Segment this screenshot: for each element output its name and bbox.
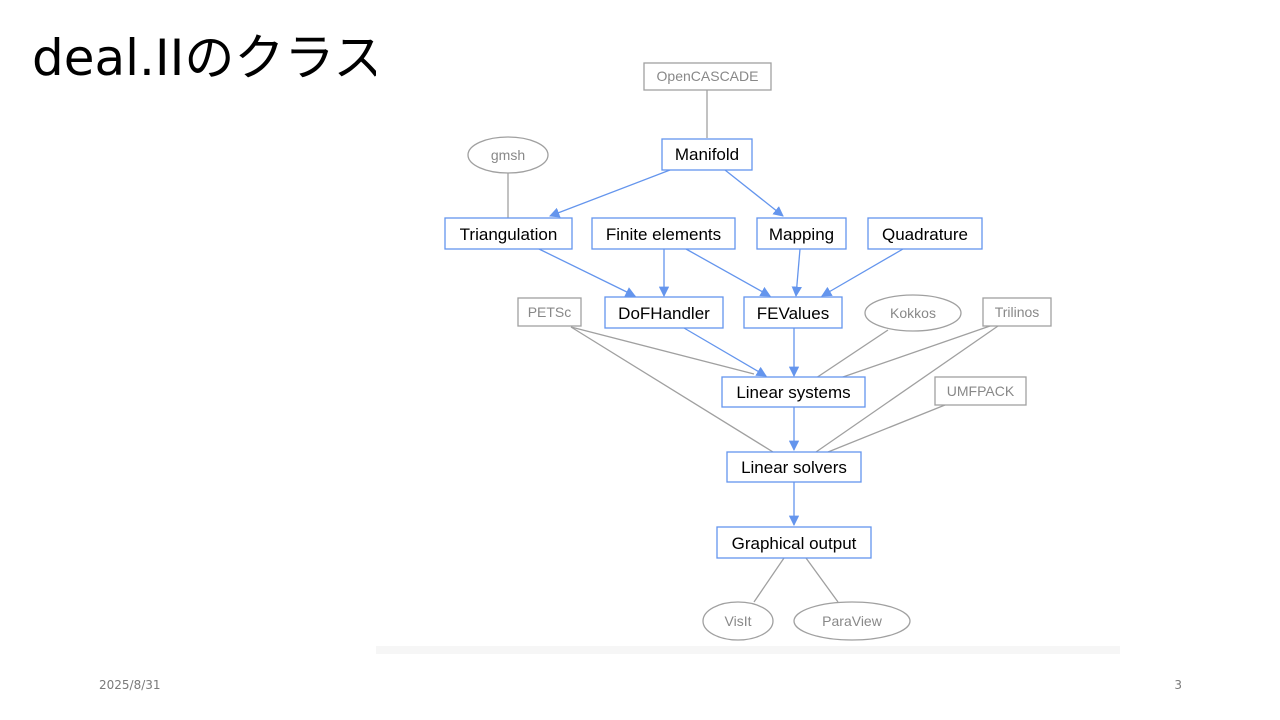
node-gmsh: gmsh: [467, 136, 549, 174]
edge-graphical-output-visit: [753, 557, 785, 603]
node-kokkos-label: Kokkos: [890, 305, 936, 321]
edge-trilinos-linear-systems: [839, 325, 991, 379]
node-finite-elements: Finite elements: [591, 217, 736, 250]
edge-petsc-linear-systems: [570, 326, 755, 375]
node-fevalues: FEValues: [743, 296, 843, 329]
edge-quadrature-fevalues: [821, 248, 904, 297]
node-linear-solvers: Linear solvers: [726, 451, 862, 483]
node-opencascade: OpenCASCADE: [643, 62, 772, 91]
node-mapping: Mapping: [756, 217, 847, 250]
node-petsc: PETSc: [517, 297, 582, 327]
node-umfpack: UMFPACK: [934, 376, 1027, 406]
node-opencascade-label: OpenCASCADE: [657, 68, 759, 84]
node-linear-solvers-label: Linear solvers: [741, 458, 847, 477]
edge-graphical-output-paraview: [805, 557, 839, 603]
edge-petsc-linear-solvers: [570, 326, 774, 453]
edge-triangulation-dofhandler: [538, 248, 636, 297]
edge-manifold-mapping: [724, 169, 784, 217]
edge-trilinos-linear-solvers: [815, 325, 999, 453]
core-edges: [538, 169, 904, 527]
node-manifold-label: Manifold: [675, 145, 739, 164]
node-paraview: ParaView: [793, 601, 911, 641]
node-finite-elements-label: Finite elements: [606, 225, 721, 244]
node-graphical-output-label: Graphical output: [732, 534, 857, 553]
node-umfpack-label: UMFPACK: [947, 383, 1015, 399]
node-paraview-label: ParaView: [822, 613, 883, 629]
edge-mapping-fevalues: [791, 248, 802, 298]
node-quadrature: Quadrature: [867, 217, 983, 250]
node-triangulation: Triangulation: [444, 217, 573, 250]
class-diagram-svg: OpenCASCADE gmsh PETSc Kokkos Trilinos U…: [444, 62, 1052, 641]
node-petsc-label: PETSc: [528, 304, 572, 320]
node-fevalues-label: FEValues: [757, 304, 829, 323]
node-gmsh-label: gmsh: [491, 147, 525, 163]
node-quadrature-label: Quadrature: [882, 225, 968, 244]
node-triangulation-label: Triangulation: [460, 225, 558, 244]
node-graphical-output: Graphical output: [716, 526, 872, 559]
edge-manifold-triangulation: [549, 169, 671, 218]
slide-page-number: 3: [1174, 678, 1182, 692]
edge-dofhandler-linear-systems: [683, 327, 767, 377]
node-mapping-label: Mapping: [769, 225, 834, 244]
edge-finite-elements-fevalues: [685, 248, 771, 297]
node-visit: VisIt: [702, 601, 774, 641]
node-trilinos: Trilinos: [982, 297, 1052, 327]
slide-title: deal.IIのクラス: [32, 29, 384, 87]
node-kokkos: Kokkos: [864, 294, 962, 332]
node-dofhandler: DoFHandler: [604, 296, 724, 329]
edge-umfpack-linear-solvers: [827, 404, 946, 453]
node-linear-systems-label: Linear systems: [736, 383, 850, 402]
edge-kokkos-linear-systems: [815, 329, 889, 379]
node-visit-label: VisIt: [725, 613, 752, 629]
node-dofhandler-label: DoFHandler: [618, 304, 710, 323]
node-trilinos-label: Trilinos: [995, 304, 1040, 320]
slide-date: 2025/8/31: [99, 678, 161, 692]
node-manifold: Manifold: [661, 138, 753, 171]
node-linear-systems: Linear systems: [721, 376, 866, 408]
external-edges: [507, 90, 999, 603]
class-diagram: OpenCASCADE gmsh PETSc Kokkos Trilinos U…: [376, 50, 1120, 654]
